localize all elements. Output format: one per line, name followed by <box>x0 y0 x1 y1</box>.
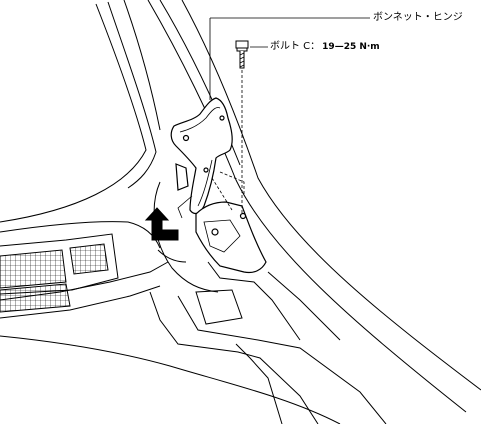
fender-edge-inner <box>181 0 481 391</box>
cowl-lower-line <box>0 285 161 319</box>
bolt-shank <box>239 51 245 69</box>
bolt-label: ボルト C：19—25 N·m <box>270 41 380 53</box>
base-hole-2 <box>239 212 247 220</box>
bolt-flange <box>236 47 248 52</box>
engine-bay-line-1 <box>0 335 341 424</box>
hinge-leader-line <box>209 17 370 100</box>
wheelhouse-line <box>153 181 219 293</box>
grille-panel-left-top <box>0 249 67 289</box>
alignment-dashes <box>211 70 245 214</box>
bolt-head <box>235 40 249 49</box>
windshield-inner-edge <box>107 1 157 189</box>
engine-bay-box <box>195 289 243 325</box>
dashed-guide-2 <box>211 177 233 211</box>
engine-bay-line-4 <box>235 343 283 424</box>
leader-lines <box>209 17 370 100</box>
hinge-base-inner <box>203 219 241 253</box>
up-arrow-icon <box>144 207 179 241</box>
hinge-label: ボンネット・ヒンジ <box>373 12 463 23</box>
fender-inner-curve <box>157 249 187 263</box>
hinge-hole-3 <box>203 167 209 173</box>
dashed-guide-1 <box>219 171 245 196</box>
hinge-arm-inner-line <box>179 107 221 207</box>
hinge-base-bracket <box>195 201 267 274</box>
bolt-torque-value: 19—25 N·m <box>322 42 380 52</box>
engine-bay-line-3 <box>177 295 387 424</box>
bolt-threads <box>239 52 245 68</box>
a-pillar-line <box>123 0 161 131</box>
base-hole-1 <box>211 228 219 236</box>
bolt-label-prefix: ボルト C： <box>270 41 321 52</box>
windshield-outer-edge <box>0 3 147 223</box>
hinge-arm <box>170 97 233 215</box>
hinge-part <box>170 97 267 274</box>
hinge-tab <box>175 163 189 191</box>
grille-panel-left-bottom <box>0 283 71 313</box>
apron-right-line <box>267 271 341 341</box>
apron-line <box>207 261 301 341</box>
hinge-hole-1 <box>182 134 190 142</box>
hinge-hole-2 <box>219 115 225 121</box>
cowl-grille <box>0 243 109 313</box>
hinge-link-line <box>177 195 193 219</box>
engine-bay-line-2 <box>149 291 319 424</box>
bolt-icon <box>235 40 249 69</box>
grille-panel-right <box>69 243 109 275</box>
